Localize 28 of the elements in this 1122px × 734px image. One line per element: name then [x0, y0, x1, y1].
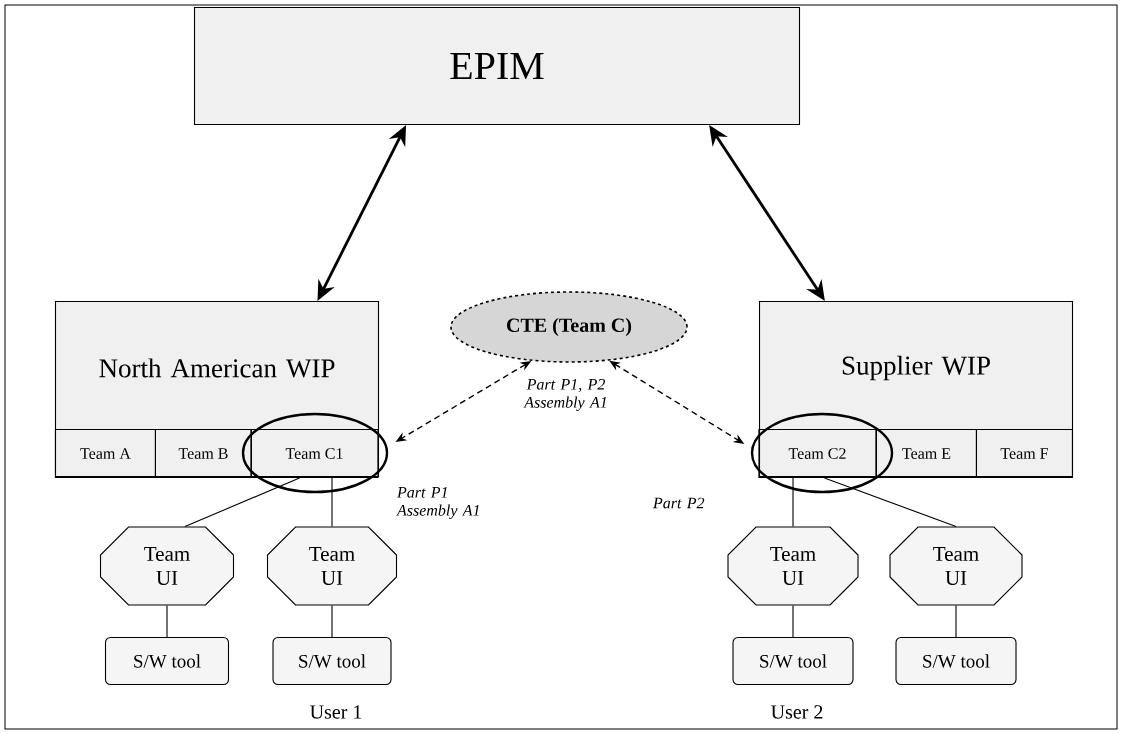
team-cell: Team E: [875, 429, 977, 479]
tool-box: S/W tool: [732, 636, 854, 686]
part-note: Part P1, P2 Assembly A1: [523, 379, 607, 412]
system-box: EPIM: [193, 6, 801, 126]
team-ui-octagon: Team UI: [99, 526, 235, 606]
team-cell: Team F: [975, 429, 1073, 479]
part-note: Part P1 Assembly A1: [396, 487, 479, 519]
user-label: User 2: [771, 705, 823, 719]
connector-line: [166, 605, 168, 638]
team-cell: Team C1: [250, 429, 379, 479]
team-cell: Team A: [54, 429, 156, 479]
team-ui-octagon: Team UI: [266, 526, 398, 606]
team-ui-octagon: Team UI: [889, 526, 1023, 606]
connector-line: [823, 477, 957, 527]
team-cell: Team C2: [758, 429, 877, 479]
connector-line: [792, 477, 794, 527]
connector-line: [331, 605, 333, 638]
team-cell: Team B: [154, 429, 252, 479]
team-ui-octagon: Team UI: [727, 526, 859, 606]
part-note: Part P2: [652, 497, 705, 509]
user-label: User 1: [310, 705, 362, 719]
tool-box: S/W tool: [272, 636, 392, 686]
connector-line: [955, 605, 957, 638]
connector-line: [331, 477, 333, 527]
connector-line: [792, 605, 794, 638]
connector-line: [184, 477, 300, 527]
tool-box: S/W tool: [104, 636, 230, 686]
tool-box: S/W tool: [895, 636, 1017, 686]
